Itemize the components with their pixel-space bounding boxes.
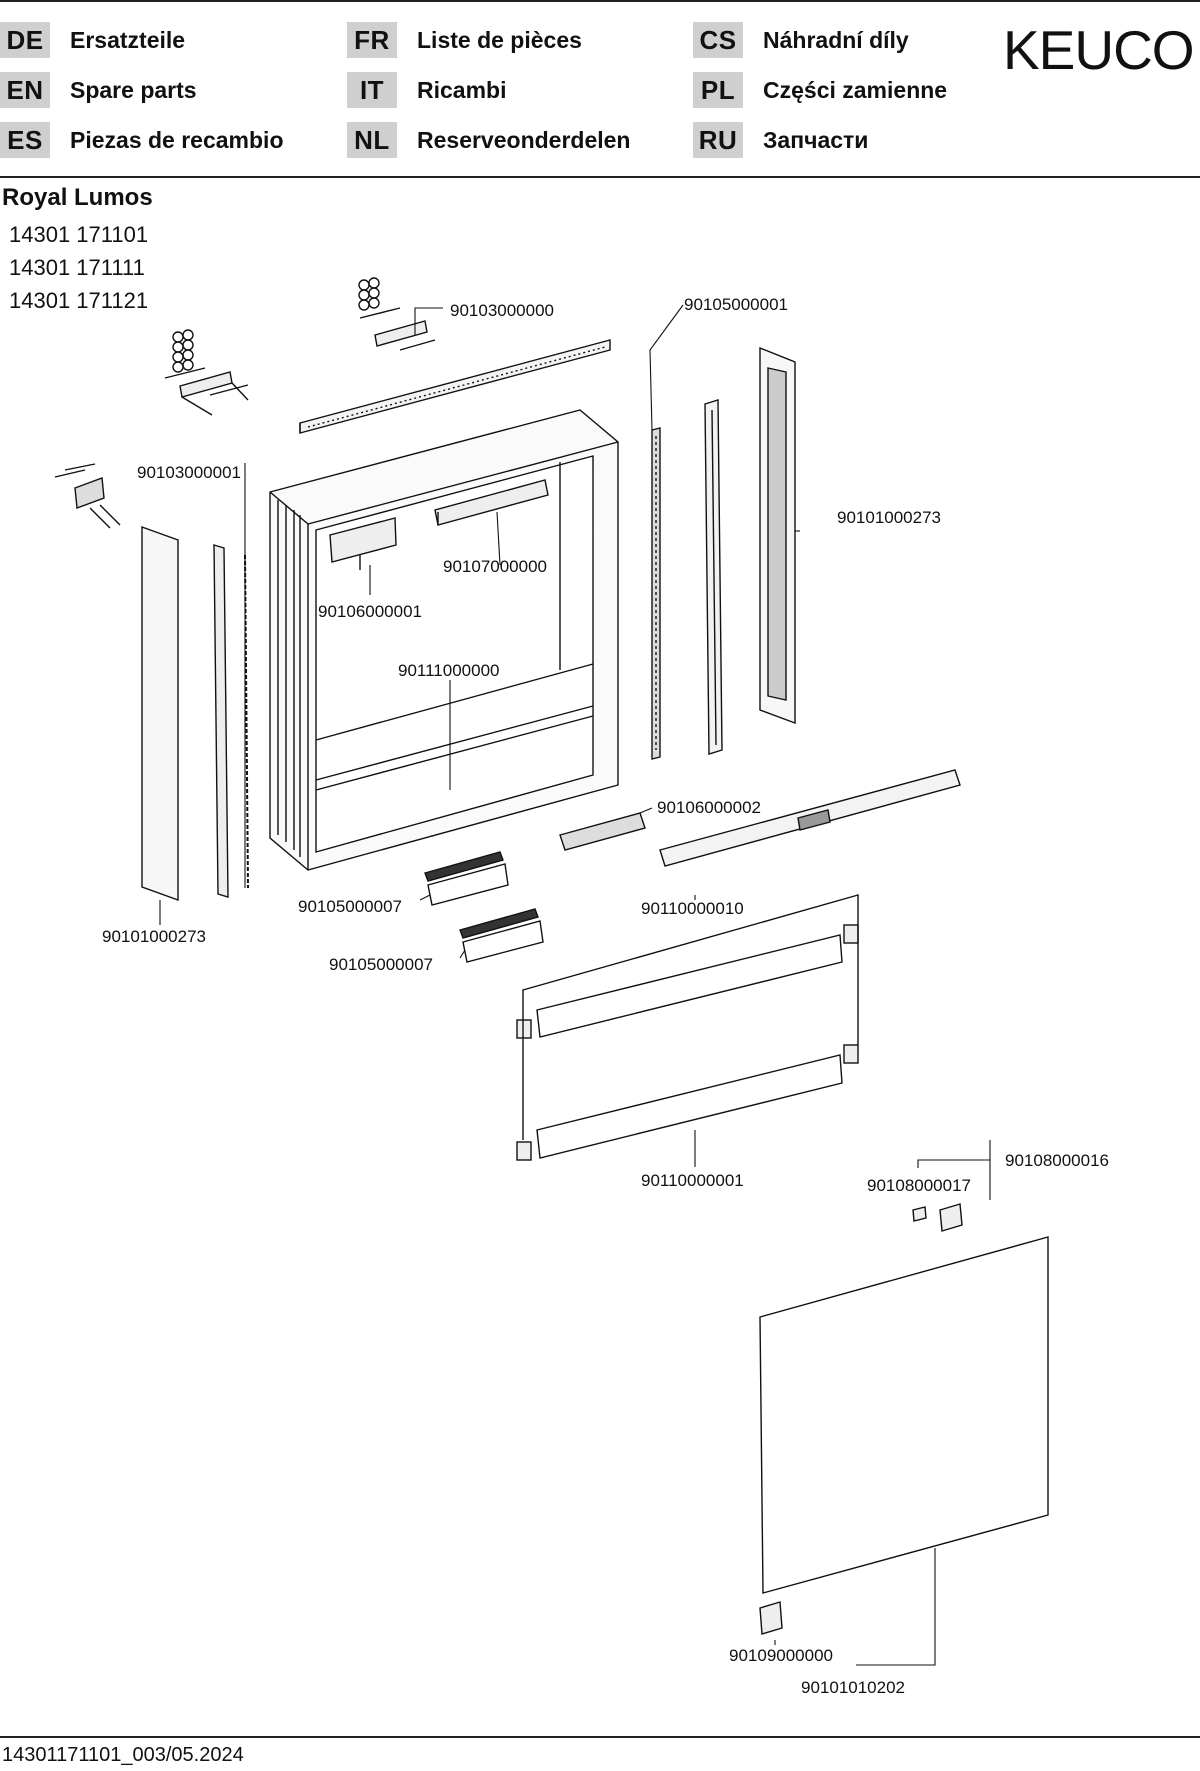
clip-part-left (329, 517, 397, 570)
lang-name: Liste de pièces (417, 26, 582, 53)
lang-code: IT (347, 72, 397, 108)
side-rail-right (704, 399, 723, 755)
lang-code: DE (0, 22, 50, 58)
part-label: 90105000007 (329, 955, 433, 974)
lang-ru: RU Запчасти (693, 122, 868, 158)
mounting-bracket-right (359, 307, 436, 351)
lang-it: IT Ricambi (347, 72, 506, 108)
product-title: Royal Lumos (2, 184, 153, 211)
lang-pl: PL Części zamienne (693, 72, 947, 108)
lang-name: Spare parts (70, 76, 197, 103)
lang-code: CS (693, 22, 743, 58)
glass-shelf-upper (536, 934, 843, 1038)
part-label: 90103000000 (450, 301, 554, 320)
switch-module (559, 812, 646, 851)
led-housing-part (434, 479, 549, 526)
lang-name: Reserveonderdelen (417, 126, 631, 153)
lang-de: DE Ersatzteile (0, 22, 185, 58)
mirror-door (759, 1236, 1049, 1594)
small-profile-a (424, 851, 509, 906)
side-rail-left (213, 544, 229, 898)
part-label: 90101000273 (102, 927, 206, 946)
shelf-support-pins (516, 924, 859, 1161)
lang-cs: CS Náhradní díly (693, 22, 909, 58)
part-label: 90106000001 (318, 602, 422, 621)
cabinet-body (269, 409, 619, 871)
lang-code: RU (693, 122, 743, 158)
door-stop-part (759, 1601, 783, 1635)
side-panel-right (759, 346, 796, 725)
lang-name: Náhradní díly (763, 26, 909, 53)
model-number: 14301 171101 (9, 222, 149, 247)
clip-part-small (912, 1203, 963, 1232)
part-label: 90106000002 (657, 798, 761, 817)
part-label: 90105000007 (298, 897, 402, 916)
part-label: 90109000000 (729, 1646, 833, 1665)
anchor-stack-left (172, 329, 194, 373)
lang-code: FR (347, 22, 397, 58)
lang-name: Piezas de recambio (70, 126, 284, 153)
lang-fr: FR Liste de pièces (347, 22, 582, 58)
side-panel-left (141, 526, 179, 901)
lang-name: Części zamienne (763, 76, 948, 103)
footer-divider (0, 1736, 1200, 1738)
header-divider (0, 176, 1200, 178)
document-id: 14301171101_003/05.2024 (2, 1744, 244, 1766)
lang-en: EN Spare parts (0, 72, 197, 108)
lang-nl: NL Reserveonderdelen (347, 122, 630, 158)
hinge-profile-strip (651, 427, 661, 760)
top-profile-part (299, 339, 611, 434)
part-label: 90107000000 (443, 557, 547, 576)
lang-name: Ersatzteile (70, 26, 186, 53)
part-label: 90101010202 (801, 1678, 905, 1697)
top-border (0, 0, 1200, 2)
shelf-bracket-lines (522, 894, 859, 1140)
glass-shelf-lower (536, 1054, 843, 1159)
part-label: 90101000273 (837, 508, 941, 527)
lang-name: Ricambi (417, 76, 507, 103)
lang-code: ES (0, 122, 50, 158)
small-profile-b (459, 908, 544, 963)
part-label: 90108000016 (1005, 1151, 1109, 1170)
lang-name: Запчасти (763, 126, 869, 153)
model-number: 14301 171121 (9, 288, 149, 313)
part-label: 90110000010 (641, 899, 744, 918)
keuco-logo: KEUCO (1003, 19, 1195, 81)
part-label: 90103000001 (137, 463, 241, 482)
lang-code: NL (347, 122, 397, 158)
anchor-stack-right (358, 277, 380, 311)
mounting-bracket-left (164, 367, 249, 416)
lang-code: PL (693, 72, 743, 108)
lang-es: ES Piezas de recambio (0, 122, 284, 158)
part-label: 90110000001 (641, 1171, 744, 1190)
bottom-light-bar (659, 769, 961, 867)
wall-bracket-small (54, 463, 121, 529)
part-label: 90108000017 (867, 1176, 971, 1195)
model-number: 14301 171111 (9, 255, 145, 280)
lang-code: EN (0, 72, 50, 108)
part-label: 90105000001 (684, 295, 788, 314)
leader-lines (159, 304, 991, 1666)
part-label: 90111000000 (398, 661, 499, 680)
